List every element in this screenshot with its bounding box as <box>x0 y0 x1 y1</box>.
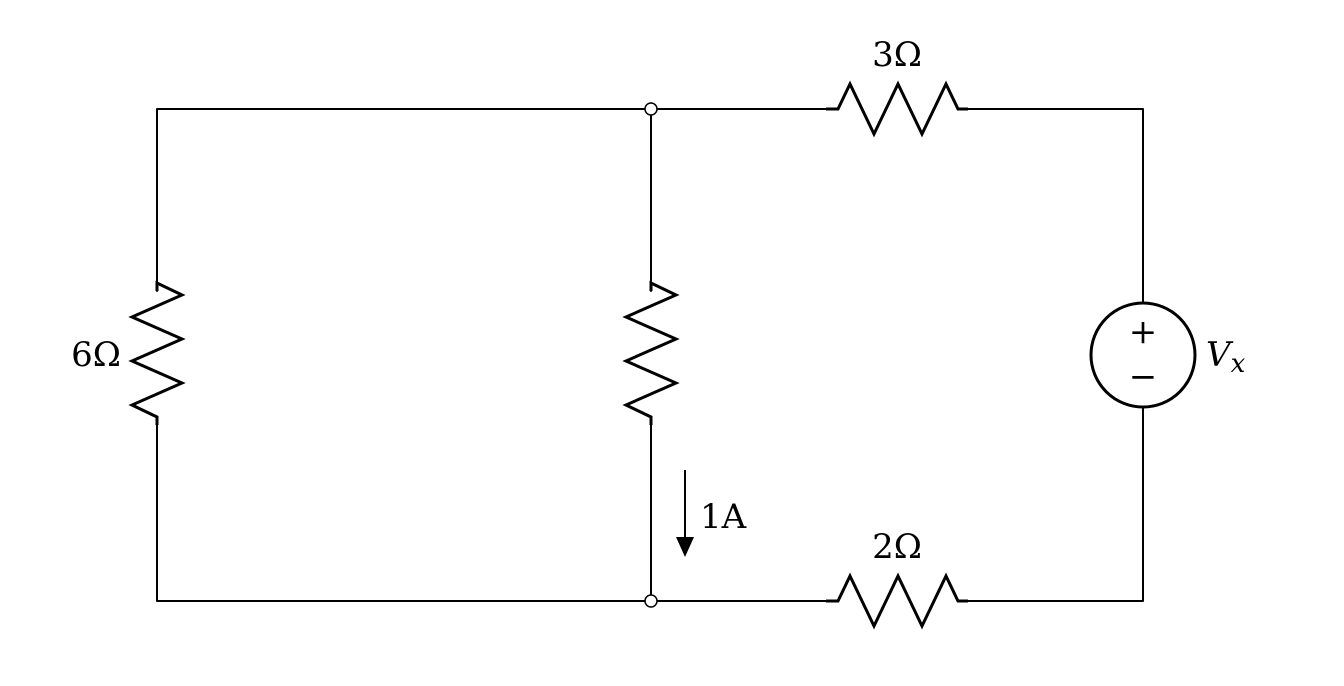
node-bottom-junction <box>644 594 658 608</box>
resistor-bottom-label: 2Ω <box>872 527 922 567</box>
resistor-bottom <box>826 572 968 630</box>
arrow-down-icon <box>676 537 694 557</box>
wire-left-bottom <box>156 424 646 602</box>
wire-2ohm-to-source <box>967 406 1144 602</box>
wires <box>156 108 1144 602</box>
resistor-top-label: 3Ω <box>872 35 922 75</box>
voltage-source-label-main: V <box>1206 335 1234 375</box>
resistor-middle <box>622 280 680 425</box>
current-arrow <box>676 470 694 557</box>
voltage-source-circle <box>1089 301 1197 409</box>
resistor-left-label: 6Ω <box>71 335 121 375</box>
voltage-source: + − <box>1089 301 1197 409</box>
voltage-source-label-sub: x <box>1231 349 1246 379</box>
voltage-source-plus: + <box>1129 312 1158 352</box>
current-label: 1A <box>700 497 747 537</box>
resistor-left <box>128 280 186 425</box>
resistor-top <box>826 80 968 138</box>
wire-left-top <box>156 108 646 292</box>
node-top-junction <box>644 102 658 116</box>
voltage-source-label: Vx <box>1206 335 1246 379</box>
voltage-source-minus: − <box>1129 357 1158 397</box>
wire-3ohm-to-source <box>967 108 1144 304</box>
